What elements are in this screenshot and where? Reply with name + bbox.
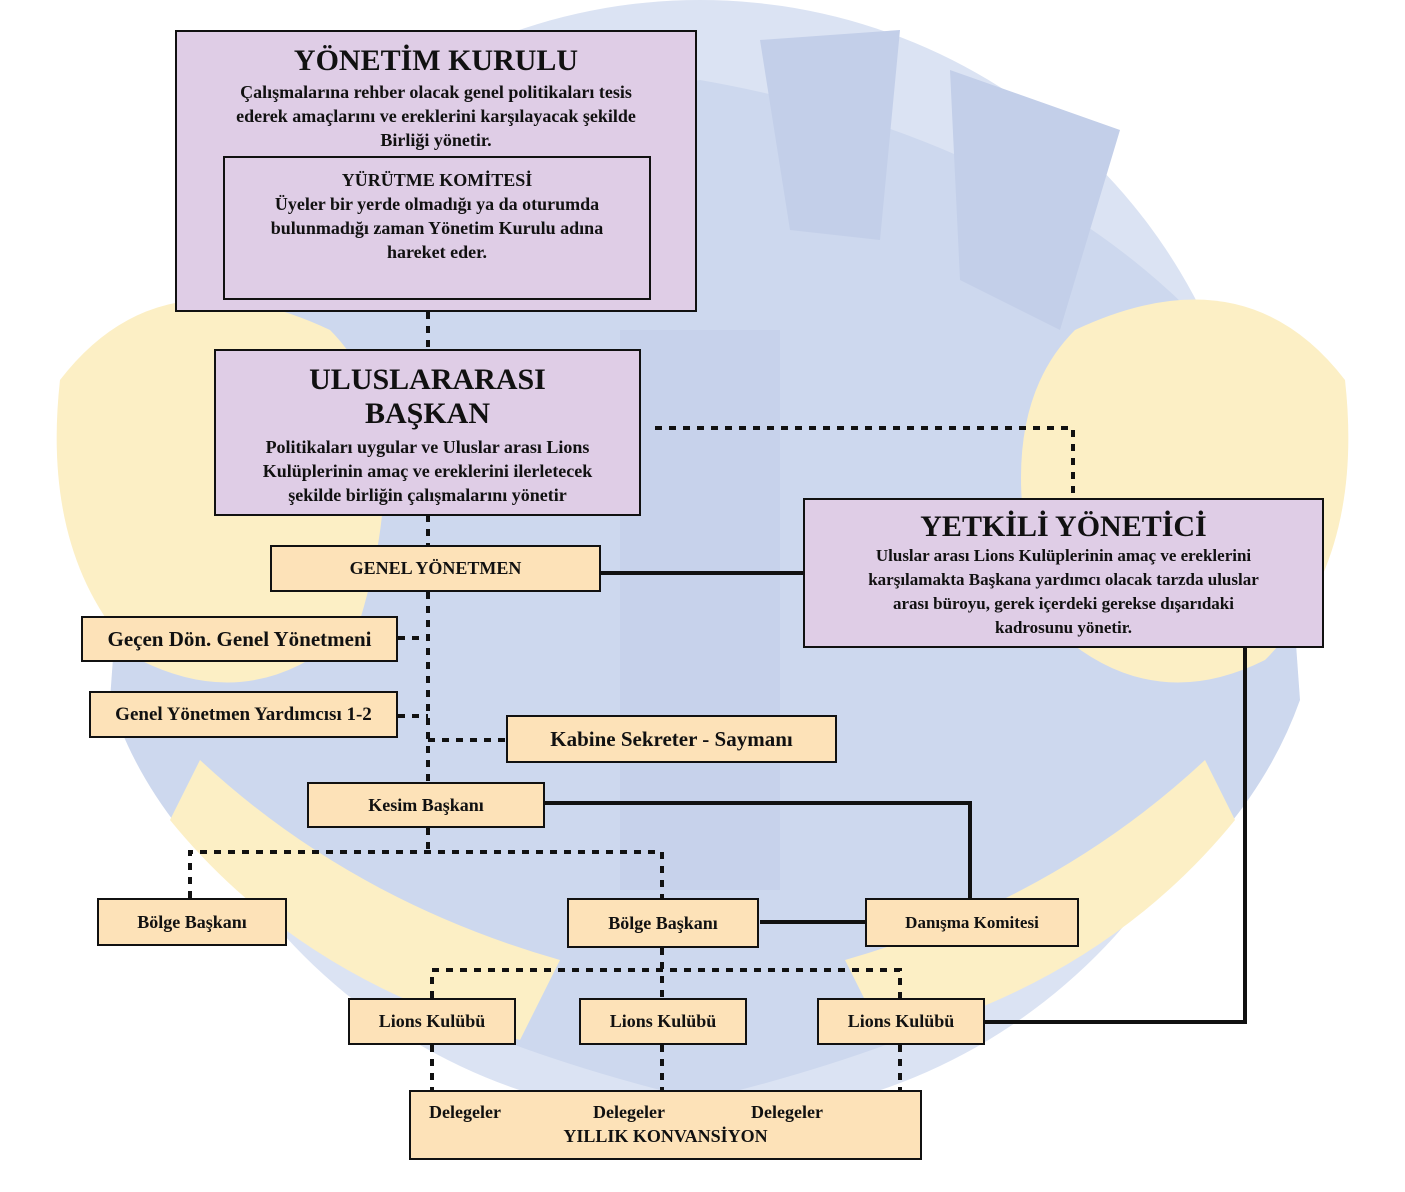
executive-administrator-description: Uluslar arası Lions Kulüplerinin amaç ve… [868,546,1259,637]
lions-club-3-label: Lions Kulübü [847,1011,955,1031]
region-chairperson-left-label: Bölge Başkanı [137,911,247,932]
zone-chairperson-box: Kesim Başkanı [307,782,545,828]
region-chairperson-mid-label: Bölge Başkanı [608,912,718,933]
cabinet-secretary-treasurer-label: Kabine Sekreter - Saymanı [550,726,793,751]
lions-club-2-box: Lions Kulübü [579,998,747,1045]
executive-committee-title: YÜRÜTME KOMİTESİ [341,170,533,190]
executive-administrator-box: YETKİLİ YÖNETİCİ Uluslar arası Lions Kul… [803,498,1324,648]
president-title-line1: ULUSLARARASI [309,363,546,396]
board-description: Çalışmalarına rehber olacak genel politi… [236,82,636,150]
board-of-directors-box: YÖNETİM KURULU Çalışmalarına rehber olac… [175,30,697,312]
annual-convention-box: Delegeler Delegeler Delegeler YILLIK KON… [409,1090,922,1160]
president-description: Politikaları uygular ve Uluslar arası Li… [262,437,593,505]
vice-district-governor-box: Genel Yönetmen Yardımcısı 1-2 [89,691,398,738]
zone-chairperson-label: Kesim Başkanı [368,794,484,815]
cabinet-secretary-treasurer-box: Kabine Sekreter - Saymanı [506,715,837,763]
delegates-3-label: Delegeler [751,1102,823,1122]
executive-administrator-title: YETKİLİ YÖNETİCİ [920,510,1207,543]
advisory-committee-label: Danışma Komitesi [905,912,1039,932]
region-to-clubs-link [430,968,902,998]
president-to-admin-link [655,426,1075,498]
board-title: YÖNETİM KURULU [293,44,579,77]
delegates-2-label: Delegeler [593,1102,665,1122]
region-chairperson-left-box: Bölge Başkanı [97,898,287,946]
international-president-box: ULUSLARARASI BAŞKAN Politikaları uygular… [214,349,641,516]
past-district-governor-box: Geçen Dön. Genel Yönetmeni [81,616,398,662]
lions-club-2-label: Lions Kulübü [609,1011,717,1031]
lions-club-1-label: Lions Kulübü [378,1011,486,1031]
advisory-committee-box: Danışma Komitesi [865,898,1079,947]
annual-convention-title: YILLIK KONVANSİYON [563,1126,768,1146]
zone-to-regions-link [188,850,664,898]
admin-to-club-line [985,648,1247,1024]
district-governor-label: GENEL YÖNETMEN [349,558,522,578]
district-governor-box: GENEL YÖNETMEN [270,545,601,592]
president-title-line2: BAŞKAN [364,397,491,430]
executive-committee-box: YÜRÜTME KOMİTESİ Üyeler bir yerde olmadı… [223,156,651,300]
region-chairperson-mid-box: Bölge Başkanı [567,898,759,948]
lions-club-3-box: Lions Kulübü [817,998,985,1045]
vice-district-governor-label: Genel Yönetmen Yardımcısı 1-2 [115,703,372,725]
past-district-governor-label: Geçen Dön. Genel Yönetmeni [107,626,372,651]
zone-to-advisory-line [545,801,972,898]
executive-committee-description: Üyeler bir yerde olmadığı ya da oturumda… [270,194,604,262]
lions-club-1-box: Lions Kulübü [348,998,516,1045]
delegates-1-label: Delegeler [429,1102,501,1122]
